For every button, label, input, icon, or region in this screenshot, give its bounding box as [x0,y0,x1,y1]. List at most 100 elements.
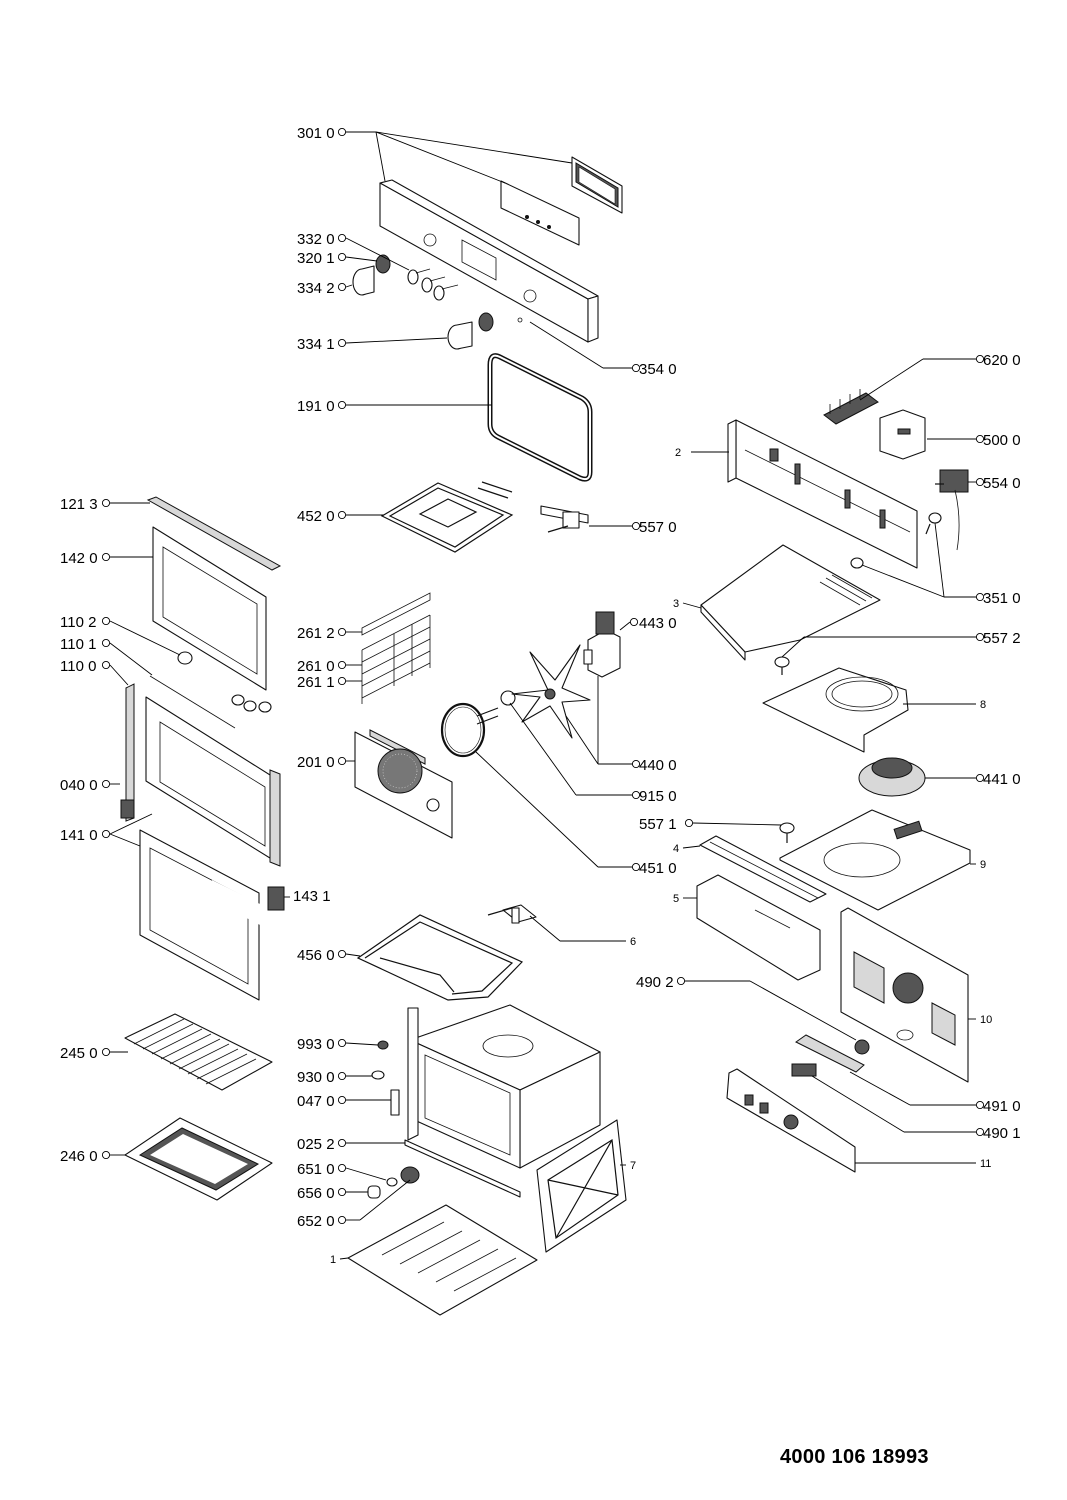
label-332-0: 332 0 [297,231,335,248]
clip-143-1-part [267,886,285,911]
label-930-0: 930 0 [297,1069,335,1086]
fasteners-part [371,1040,400,1116]
label-334-1: 334 1 [297,336,335,353]
label-651-0: 651 0 [297,1161,335,1178]
label-652-0: 652 0 [297,1213,335,1230]
label-557-2: 557 2 [983,630,1021,647]
label-261-2: 261 2 [297,625,335,642]
bracket-6-part [502,904,537,924]
label-261-0: 261 0 [297,658,335,675]
label-9: 9 [980,859,986,871]
label-557-1: 557 1 [639,816,677,833]
label-452-0: 452 0 [297,508,335,525]
label-334-2: 334 2 [297,280,335,297]
label-6: 6 [630,936,636,948]
circular-heating-element-part [440,690,516,758]
label-110-2: 110 2 [60,614,96,631]
label-7: 7 [630,1160,636,1172]
leader-lines [109,131,976,1260]
label-490-2: 490 2 [636,974,674,991]
label-443-0: 443 0 [639,615,677,632]
inner-door-part [120,683,281,867]
document-number: 4000 106 18993 [780,1446,929,1468]
label-491-0: 491 0 [983,1098,1021,1115]
side-bracket-part [696,874,821,981]
cooling-fan-motor-part [858,757,926,797]
side-frame-part [536,1119,627,1253]
top-plate-part [779,809,971,911]
hinge-pins-part [149,651,272,729]
label-656-0: 656 0 [297,1185,335,1202]
label-121-3: 121 3 [60,496,98,513]
outer-door-glass-part [152,526,267,691]
label-5: 5 [673,893,679,905]
thermostat-557-2-part [774,656,790,675]
wire-rack-part [124,1013,273,1091]
label-320-1: 320 1 [297,250,335,267]
part-number-labels: 301 0 332 0 320 1 334 2 334 1 354 0 191 … [60,125,1021,1266]
oven-cavity-part [404,1004,601,1198]
top-heating-element-part [380,481,514,553]
lower-panel-part [726,1068,856,1173]
thermostat-557-0-part [540,505,589,533]
side-racks-part [361,592,431,704]
label-2: 2 [675,447,681,459]
fan-shroud-part [762,667,909,753]
fan-motor-part [583,611,621,678]
top-cover-part [700,544,881,661]
knob-334-1-part [447,312,494,350]
label-354-0: 354 0 [639,361,677,378]
thermostat-557-1-part [779,822,795,843]
label-557-0: 557 0 [639,519,677,536]
label-191-0: 191 0 [297,398,335,415]
label-10: 10 [980,1014,992,1026]
label-301-0: 301 0 [297,125,335,142]
label-8: 8 [980,699,986,711]
label-441-0: 441 0 [983,771,1021,788]
grill-element-part [356,907,524,1001]
control-panel-part [379,156,623,343]
label-4: 4 [673,843,679,855]
label-110-0: 110 0 [60,658,96,675]
door-top-trim-part [146,496,282,571]
gasket-part [487,353,593,482]
probe-351-part [850,489,960,569]
label-440-0: 440 0 [639,757,677,774]
baking-tray-part [124,1117,273,1201]
label-1: 1 [330,1254,336,1266]
knobs-part [352,254,459,301]
label-040-0: 040 0 [60,777,98,794]
label-110-1: 110 1 [60,636,96,653]
timer-module-part [879,409,926,460]
label-490-1: 490 1 [983,1125,1021,1142]
door-frame-part [139,829,260,1001]
label-201-0: 201 0 [297,754,335,771]
label-025-2: 025 2 [297,1136,335,1153]
switch-554-part [935,469,969,493]
label-141-0: 141 0 [60,827,98,844]
label-451-0: 451 0 [639,860,677,877]
fan-blade-part [511,644,591,739]
bottom-plate-part [347,1204,538,1316]
label-246-0: 246 0 [60,1148,98,1165]
rear-fan-panel-part [354,729,453,839]
label-456-0: 456 0 [297,947,335,964]
label-915-0: 915 0 [639,788,677,805]
relay-board-part [791,1034,870,1077]
label-261-1: 261 1 [297,674,335,691]
air-channel-part [699,835,827,903]
label-markers [101,127,985,1225]
label-143-1: 143 1 [293,888,331,905]
label-993-0: 993 0 [297,1036,335,1053]
label-351-0: 351 0 [983,590,1021,607]
label-142-0: 142 0 [60,550,98,567]
rear-panel-part [840,907,969,1083]
label-554-0: 554 0 [983,475,1021,492]
label-245-0: 245 0 [60,1045,98,1062]
label-620-0: 620 0 [983,352,1021,369]
terminal-block-part [823,389,879,425]
label-11: 11 [980,1158,991,1170]
control-bracket-part [727,419,918,569]
label-047-0: 047 0 [297,1093,335,1110]
